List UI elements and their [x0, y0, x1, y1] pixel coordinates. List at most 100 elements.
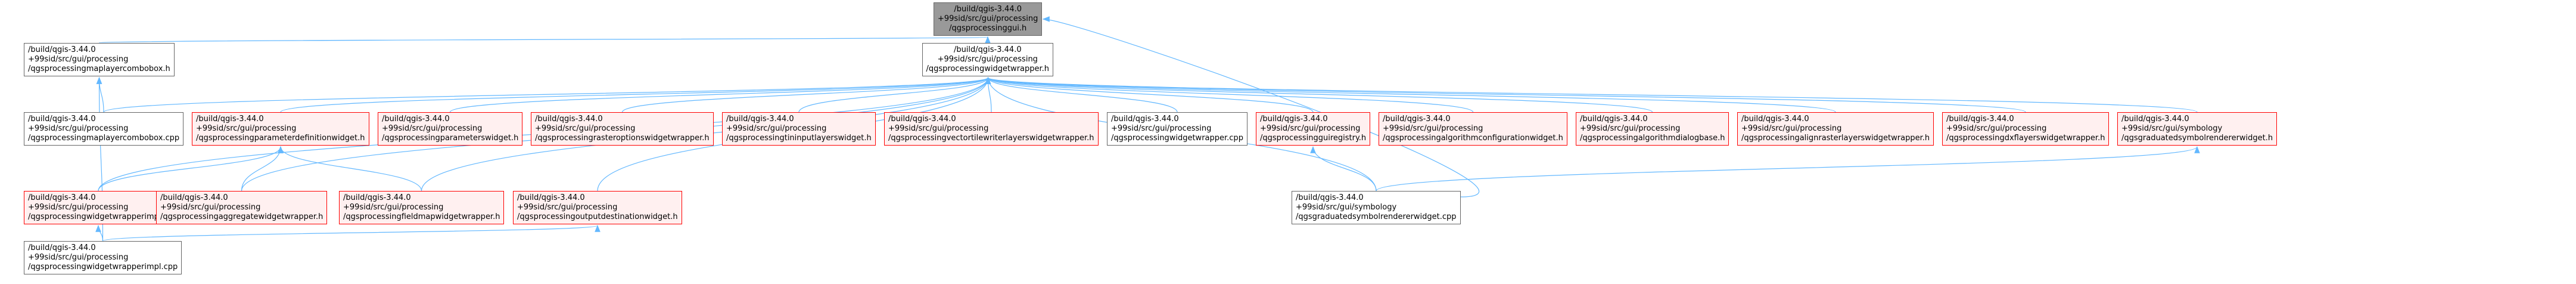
node-line-1: /build/qgis-3.44.0 — [1946, 115, 2014, 124]
node-line-2: +99sid/src/gui/processing — [196, 124, 297, 133]
edge-maplayercombobox_h-to-root — [98, 36, 988, 44]
node-line-3: /qgsprocessingoutputdestinationwidget.h — [517, 212, 678, 221]
node-line-2: +99sid/src/gui/processing — [160, 203, 261, 212]
node-line-3: /qgsprocessingfieldmapwidgetwrapper.h — [343, 212, 500, 221]
edge-rasteroptions_h-to-widgetwrapper_h — [621, 76, 991, 113]
node-line-1: /build/qgis-3.44.0 — [1741, 115, 1809, 124]
node-line-1: /build/qgis-3.44.0 — [28, 45, 96, 54]
node-line-3: /qgsprocessingdxflayerswidgetwrapper.h — [1946, 134, 2105, 143]
node-line-3: /qgsprocessingaggregatewidgetwrapper.h — [160, 212, 323, 221]
node-line-3: /qgsprocessingparameterdefinitionwidget.… — [196, 134, 365, 143]
edge-graduated_cpp-to-root — [1042, 16, 1479, 197]
edge-alignraster_h-to-widgetwrapper_h — [985, 76, 1836, 113]
node-qgsprocessingalgorithmconfigurationwidget-h[interactable]: /build/qgis-3.44.0 +99sid/src/gui/proces… — [1379, 112, 1567, 146]
node-qgsgraduatedsymbolrendererwidget-h[interactable]: /build/qgis-3.44.0+99sid/src/gui/symbolo… — [2117, 112, 2278, 146]
node-qgsprocessingwidgetwrapper-h[interactable]: /build/qgis-3.44.0 +99sid/src/gui/proces… — [922, 43, 1054, 76]
node-line-1: /build/qgis-3.44.0 — [954, 5, 1022, 14]
node-qgsprocessingmaplayercombobox-cpp[interactable]: /build/qgis-3.44.0 +99sid/src/gui/proces… — [24, 112, 184, 146]
edge-dxflayers_h-to-widgetwrapper_h — [985, 76, 2026, 113]
node-qgsprocessingwidgetwrapperimpl-h[interactable]: /build/qgis-3.44.0 +99sid/src/gui/proces… — [24, 191, 173, 224]
node-line-3: /qgsprocessingalgorithmdialogbase.h — [1580, 134, 1725, 143]
node-qgsprocessingparameterdefinitionwidget-h[interactable]: /build/qgis-3.44.0 +99sid/src/gui/proces… — [192, 112, 369, 146]
node-line-1: /build/qgis-3.44.0 — [535, 115, 603, 124]
node-line-2: +99sid/src/gui/processing — [1946, 124, 2047, 133]
node-line-2: +99sid/src/gui/processing — [1260, 124, 1361, 133]
node-line-3: /qgsprocessingmaplayercombobox.h — [28, 64, 170, 73]
node-line-2: +99sid/src/gui/processing — [1111, 124, 1212, 133]
node-line-1: /build/qgis-3.44.0 — [953, 45, 1022, 54]
node-line-1: /build/qgis-3.44.0 — [1111, 115, 1179, 124]
node-line-2: +99sid/src/gui/processing — [28, 203, 129, 212]
node-line-3: /qgsprocessingparameterswidget.h — [382, 134, 519, 143]
edge-maplayercombobox_cpp-to-widgetwrapper_h — [103, 76, 991, 113]
node-line-1: /build/qgis-3.44.0 — [160, 193, 228, 202]
node-qgsprocessingguiregistry-h[interactable]: /build/qgis-3.44.0 +99sid/src/gui/proces… — [1256, 112, 1371, 146]
node-qgsprocessingwidgetwrapperimpl-cpp[interactable]: /build/qgis-3.44.0+99sid/src/gui/process… — [24, 241, 182, 274]
node-line-1: /build/qgis-3.44.0 — [28, 115, 96, 124]
node-qgsprocessingtininputlayerswidget-h[interactable]: /build/qgis-3.44.0 +99sid/src/gui/proces… — [722, 112, 876, 146]
node-qgsprocessingoutputdestinationwidget-h[interactable]: /build/qgis-3.44.0 +99sid/src/gui/proces… — [513, 191, 682, 224]
node-line-2: +99sid/src/gui/processing — [726, 124, 827, 133]
node-qgsprocessingfieldmapwidgetwrapper-h[interactable]: /build/qgis-3.44.0 +99sid/src/gui/proces… — [339, 191, 505, 224]
edge-wrapperimpl_cpp-to-outputdest_h — [102, 224, 601, 242]
node-line-1: /build/qgis-3.44.0 — [517, 193, 585, 202]
node-line-1: /build/qgis-3.44.0 — [1580, 115, 1648, 124]
node-line-2: +99sid/src/gui/processing — [382, 124, 483, 133]
node-line-1: /build/qgis-3.44.0 — [1383, 115, 1451, 124]
edge-vectortile_h-to-widgetwrapper_h — [985, 76, 992, 113]
node-qgsprocessinggui-h: /build/qgis-3.44.0 +99sid/src/gui/proces… — [934, 2, 1043, 36]
node-line-1: /build/qgis-3.44.0 — [888, 115, 956, 124]
node-qgsprocessingparameterswidget-h[interactable]: /build/qgis-3.44.0 +99sid/src/gui/proces… — [378, 112, 523, 146]
node-line-1: /build/qgis-3.44.0 — [2121, 115, 2189, 124]
node-line-3: /qgsprocessinggui.h — [949, 24, 1027, 33]
node-line-2: +99sid/src/gui/processing — [535, 124, 636, 133]
edge-tininput_h-to-widgetwrapper_h — [798, 76, 991, 113]
edge-algconfig_h-to-widgetwrapper_h — [985, 76, 1474, 113]
node-line-1: /build/qgis-3.44.0 — [28, 193, 96, 202]
node-line-1: /build/qgis-3.44.0 — [343, 193, 411, 202]
node-line-2: +99sid/src/gui/processing — [343, 203, 444, 212]
node-qgsprocessingalignrasterlayerswidgetwrapper-h[interactable]: /build/qgis-3.44.0+99sid/src/gui/process… — [1737, 112, 1934, 146]
node-line-2: +99sid/src/gui/processing — [28, 253, 129, 262]
node-line-1: /build/qgis-3.44.0 — [28, 243, 96, 252]
node-line-2: +99sid/src/gui/symbology — [2121, 124, 2223, 133]
edge-guiregistry_h-to-widgetwrapper_h — [985, 76, 1314, 113]
node-line-3: /qgsprocessingguiregistry.h — [1260, 134, 1367, 143]
edge-widgetwrapper_cpp-to-widgetwrapper_h — [985, 76, 1178, 113]
node-line-3: /qgsgraduatedsymbolrendererwidget.cpp — [1296, 212, 1457, 221]
node-line-3: /qgsgraduatedsymbolrendererwidget.h — [2121, 134, 2273, 143]
node-qgsprocessingrasteroptionswidgetwrapper-h[interactable]: /build/qgis-3.44.0 +99sid/src/gui/proces… — [531, 112, 714, 146]
edge-wrapperimpl_h-to-paramdefwidget_h — [98, 146, 284, 192]
node-line-3: /qgsprocessingtininputlayerswidget.h — [726, 134, 872, 143]
node-qgsgraduatedsymbolrendererwidget-cpp[interactable]: /build/qgis-3.44.0+99sid/src/gui/symbolo… — [1292, 191, 1461, 224]
node-qgsprocessingmaplayercombobox-h[interactable]: /build/qgis-3.44.0 +99sid/src/gui/proces… — [24, 43, 175, 76]
node-line-1: /build/qgis-3.44.0 — [726, 115, 794, 124]
edge-parameterswidget_h-to-widgetwrapper_h — [449, 76, 991, 113]
node-line-2: +99sid/src/gui/processing — [888, 124, 989, 133]
node-qgsprocessingvectortilewriterlayerswidgetwrapper-h[interactable]: /build/qgis-3.44.0 +99sid/src/gui/proces… — [884, 112, 1099, 146]
node-line-3: /qgsprocessingwidgetwrapperimpl.h — [28, 212, 169, 221]
node-line-2: +99sid/src/gui/processing — [937, 55, 1038, 64]
node-line-2: +99sid/src/gui/processing — [517, 203, 618, 212]
node-qgsprocessingdxflayerswidgetwrapper-h[interactable]: /build/qgis-3.44.0+99sid/src/gui/process… — [1942, 112, 2110, 146]
edge-fieldmap_h-to-paramdefwidget_h — [278, 146, 422, 192]
node-line-3: /qgsprocessingrasteroptionswidgetwrapper… — [535, 134, 710, 143]
node-line-3: /qgsprocessingwidgetwrapper.h — [926, 64, 1050, 73]
node-qgsprocessingwidgetwrapper-cpp[interactable]: /build/qgis-3.44.0 +99sid/src/gui/proces… — [1107, 112, 1247, 146]
node-line-2: +99sid/src/gui/symbology — [1296, 203, 1397, 212]
node-line-3: /qgsprocessingwidgetwrapper.cpp — [1111, 134, 1243, 143]
node-line-3: /qgsprocessingmaplayercombobox.cpp — [28, 134, 180, 143]
node-qgsprocessingalgorithmdialogbase-h[interactable]: /build/qgis-3.44.0+99sid/src/gui/process… — [1576, 112, 1729, 146]
node-line-3: /qgsprocessingalignrasterlayerswidgetwra… — [1741, 134, 1930, 143]
node-line-2: +99sid/src/gui/processing — [1383, 124, 1483, 133]
node-line-2: +99sid/src/gui/processing — [28, 55, 129, 64]
edge-maplayercombobox_cpp-to-maplayercombobox_h — [96, 76, 104, 113]
node-qgsprocessingaggregatewidgetwrapper-h[interactable]: /build/qgis-3.44.0 +99sid/src/gui/proces… — [156, 191, 328, 224]
node-line-2: +99sid/src/gui/processing — [28, 124, 129, 133]
edge-graduated_h-to-widgetwrapper_h — [985, 76, 2198, 113]
node-line-2: +99sid/src/gui/processing — [938, 14, 1038, 23]
edge-graduated_cpp-to-guiregistry_h — [1310, 146, 1377, 192]
node-line-3: /qgsprocessingalgorithmconfigurationwidg… — [1383, 134, 1563, 143]
